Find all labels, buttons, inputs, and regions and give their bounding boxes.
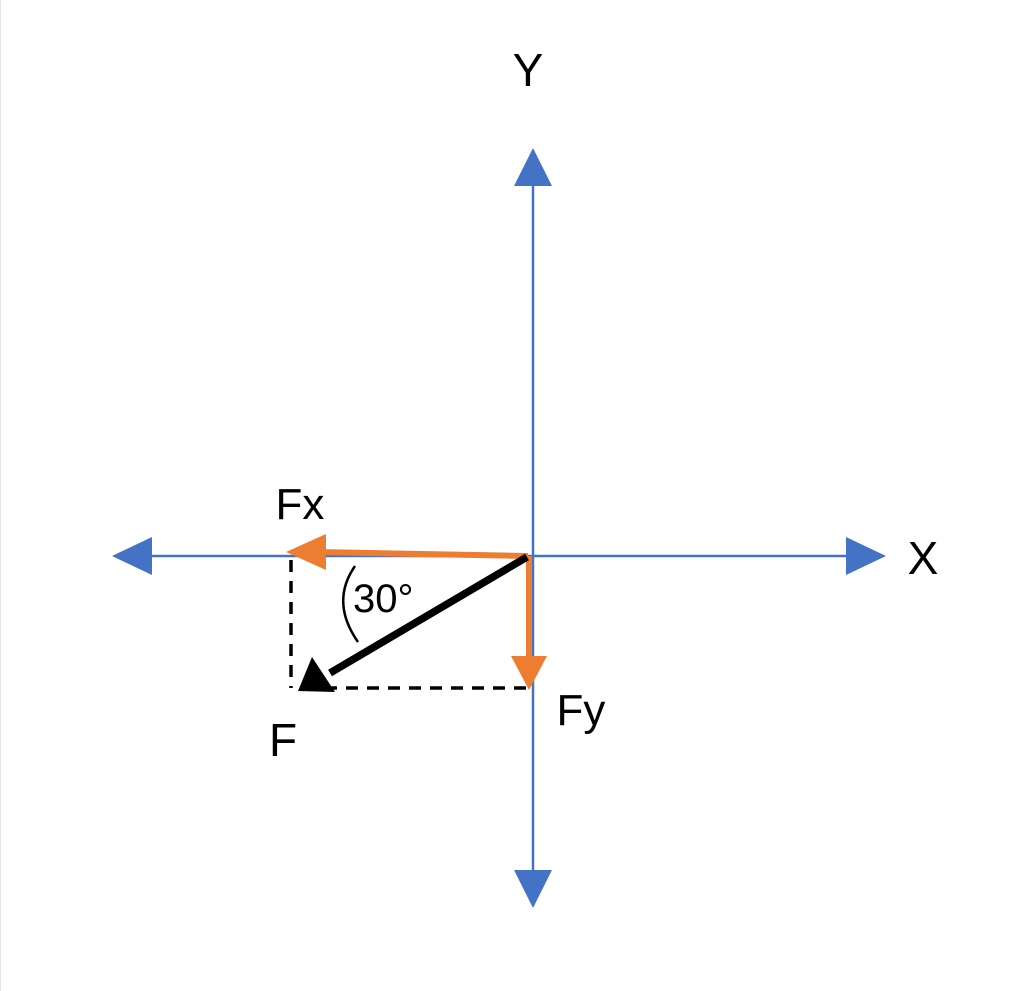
y-axis-down-arrowhead-icon xyxy=(514,870,552,908)
fx-vector-shaft xyxy=(317,549,529,559)
fx-component-vector xyxy=(286,534,529,570)
force-f-vector xyxy=(298,553,529,692)
angle-arc xyxy=(342,565,360,643)
fy-arrowhead-icon xyxy=(511,656,547,690)
fy-component-vector xyxy=(511,556,547,690)
fy-label: Fy xyxy=(557,686,606,735)
x-axis-left-arrowhead-icon xyxy=(112,537,152,575)
f-label: F xyxy=(269,714,297,766)
x-axis-right-arrowhead-icon xyxy=(846,537,886,575)
y-axis-up-arrowhead-icon xyxy=(514,148,552,186)
page-edge-line xyxy=(0,0,1,991)
force-f-arrowhead-icon xyxy=(298,657,335,692)
y-axis-label: Y xyxy=(513,44,544,96)
angle-label: 30° xyxy=(353,577,414,621)
x-axis-label: X xyxy=(908,532,939,584)
fx-arrowhead-icon xyxy=(286,534,326,570)
y-axis xyxy=(514,148,552,908)
fx-label: Fx xyxy=(276,480,325,529)
force-f-shaft xyxy=(328,553,529,677)
